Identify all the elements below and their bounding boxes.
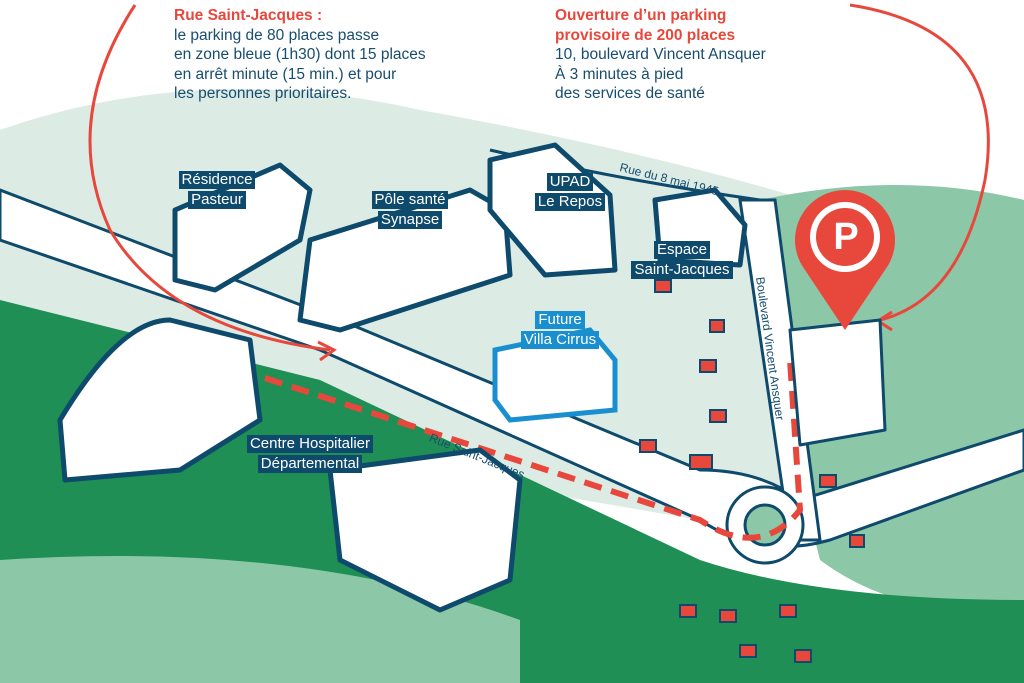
label-line: Pôle santé [371, 191, 449, 209]
label-line: Future [535, 311, 585, 329]
label-line: Espace [653, 241, 711, 259]
label-line: Centre Hospitalier [246, 435, 374, 453]
note-line: en arrêt minute (15 min.) et pour [174, 65, 397, 83]
note-line: le parking de 80 places passe [174, 26, 380, 44]
building-villa [492, 327, 618, 423]
label-line: Synapse [377, 211, 443, 229]
building-pole [297, 187, 513, 333]
note-title: provisoire de 200 places [555, 26, 736, 44]
note-line: les personnes prioritaires. [174, 85, 352, 102]
note-parking-provisoire: Ouverture d’un parking provisoire de 200… [555, 6, 766, 104]
note-line: 10, boulevard Vincent Ansquer [555, 46, 766, 63]
note-line: À 3 minutes à pied [555, 65, 684, 83]
note-line: des services de santé [555, 85, 705, 102]
label-line: Résidence [178, 171, 256, 189]
label-line: Départemental [257, 455, 363, 473]
label-line: Villa Cirrus [520, 331, 600, 349]
walking-route [264, 337, 832, 541]
arrow-left [88, 4, 331, 352]
building-hospital-2 [327, 447, 523, 613]
note-line: en zone bleue (1h30) dont 15 places [174, 46, 426, 63]
label-upad: UPAD Le Repos [515, 172, 625, 212]
arrow-right [849, 3, 990, 322]
note-title: Ouverture d’un parking [555, 7, 727, 24]
parking-lot [788, 318, 887, 447]
label-line: Saint-Jacques [631, 261, 733, 279]
parking-pin-label: P [833, 216, 859, 258]
building-hospital [57, 317, 263, 483]
note-rue-saint-jacques: Rue Saint-Jacques : le parking de 80 pla… [174, 6, 426, 104]
label-line: UPAD [546, 173, 594, 191]
label-line: Le Repos [534, 193, 606, 211]
label-line: Pasteur [188, 191, 246, 209]
boulevard-road [738, 198, 822, 542]
note-title: Rue Saint-Jacques : [174, 7, 323, 24]
